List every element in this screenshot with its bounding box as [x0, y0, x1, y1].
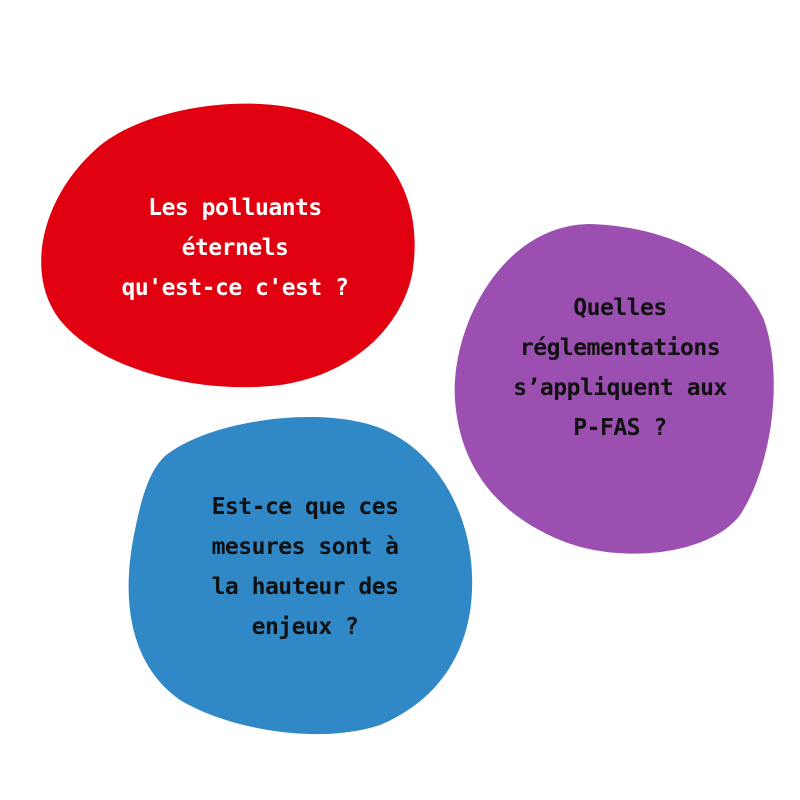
- purple-bubble-line: P-FAS ?: [573, 415, 667, 441]
- purple-bubble-line: Quelles: [573, 295, 667, 321]
- blue-bubble-line: enjeux ?: [251, 614, 359, 640]
- blue-bubble-line: Est-ce que ces: [211, 494, 399, 520]
- purple-blob: [454, 224, 774, 554]
- red-bubble-text: Les polluants éternels qu'est-ce c'est ?: [110, 188, 360, 308]
- blue-bubble-text: Est-ce que ces mesures sont à la hauteur…: [160, 487, 450, 647]
- blue-bubble-line: mesures sont à: [211, 534, 399, 560]
- purple-bubble-line: réglementations: [519, 335, 721, 361]
- blue-bubble-line: la hauteur des: [211, 574, 399, 600]
- red-bubble-line: Les polluants: [148, 195, 322, 221]
- red-blob: [41, 103, 415, 388]
- purple-bubble-line: s’appliquent aux: [513, 375, 727, 401]
- purple-bubble-text: Quelles réglementations s’appliquent aux…: [470, 288, 770, 448]
- red-bubble-line: qu'est-ce c'est ?: [121, 275, 349, 301]
- red-bubble-line: éternels: [181, 235, 289, 261]
- blue-blob: [128, 417, 473, 735]
